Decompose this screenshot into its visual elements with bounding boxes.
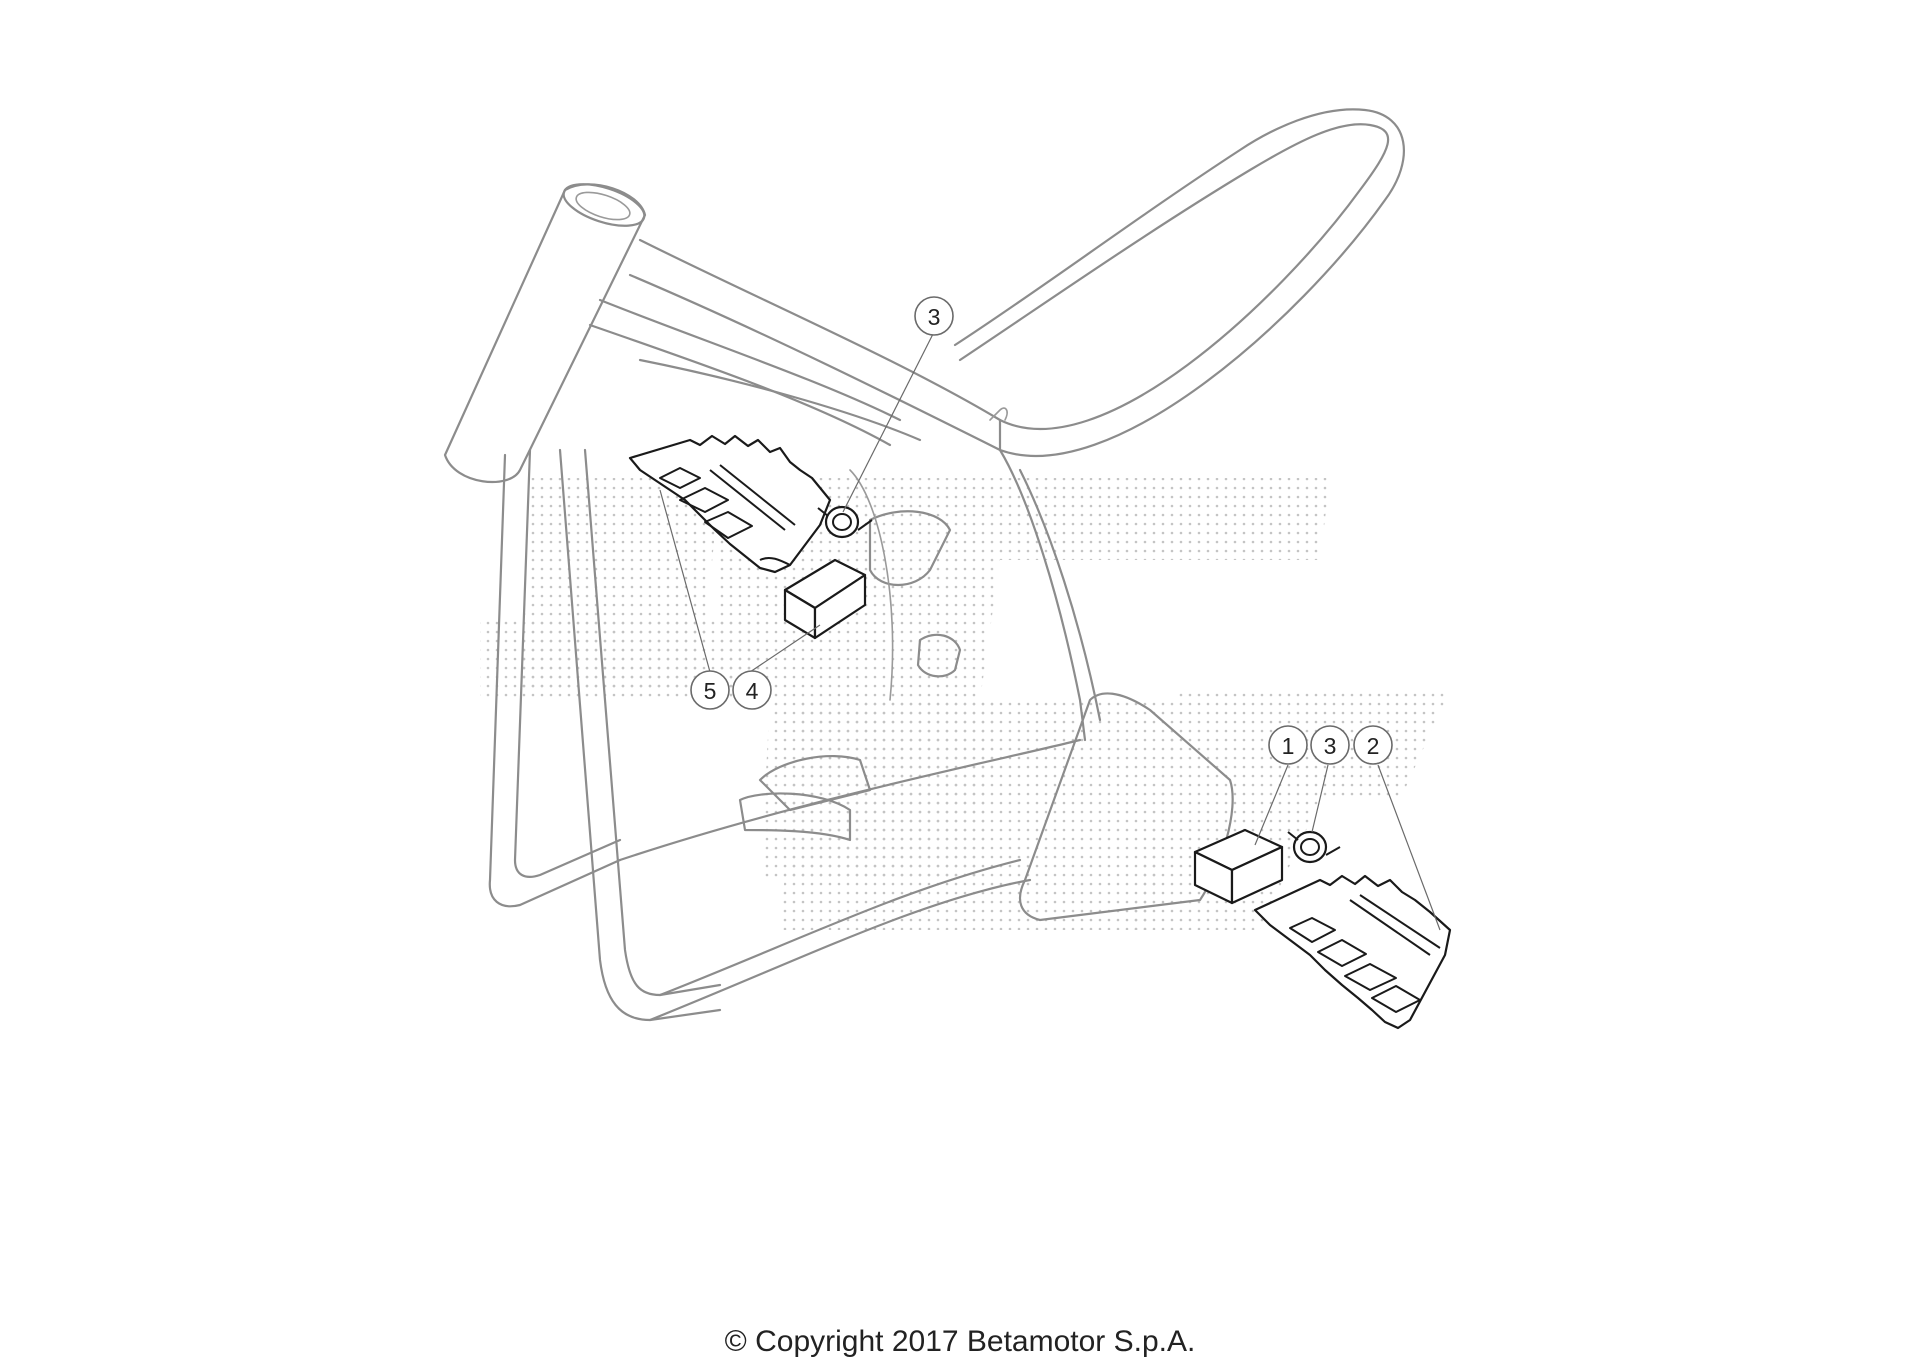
footpeg-right-assembly	[1253, 874, 1452, 1030]
spring-left	[817, 505, 873, 539]
callout-label: 2	[1367, 733, 1380, 759]
callout-3-top: 3	[914, 296, 954, 336]
callout-1: 1	[1268, 725, 1308, 765]
callout-3-right: 3	[1310, 725, 1350, 765]
pad-right	[1193, 828, 1284, 905]
callout-5: 5	[690, 670, 730, 710]
callout-label: 4	[746, 678, 759, 704]
callout-label: 3	[1324, 733, 1337, 759]
spring-right	[1287, 830, 1341, 864]
callout-4: 4	[732, 670, 772, 710]
copyright-notice: © Copyright 2017 Betamotor S.p.A.	[724, 1325, 1196, 1358]
callout-label: 5	[704, 678, 717, 704]
callout-label: 3	[928, 304, 941, 330]
motorcycle-frame	[443, 108, 1406, 1022]
leader-lines	[659, 331, 1441, 931]
callout-label: 1	[1282, 733, 1295, 759]
callout-2: 2	[1353, 725, 1393, 765]
footpeg-left-assembly	[628, 434, 832, 574]
